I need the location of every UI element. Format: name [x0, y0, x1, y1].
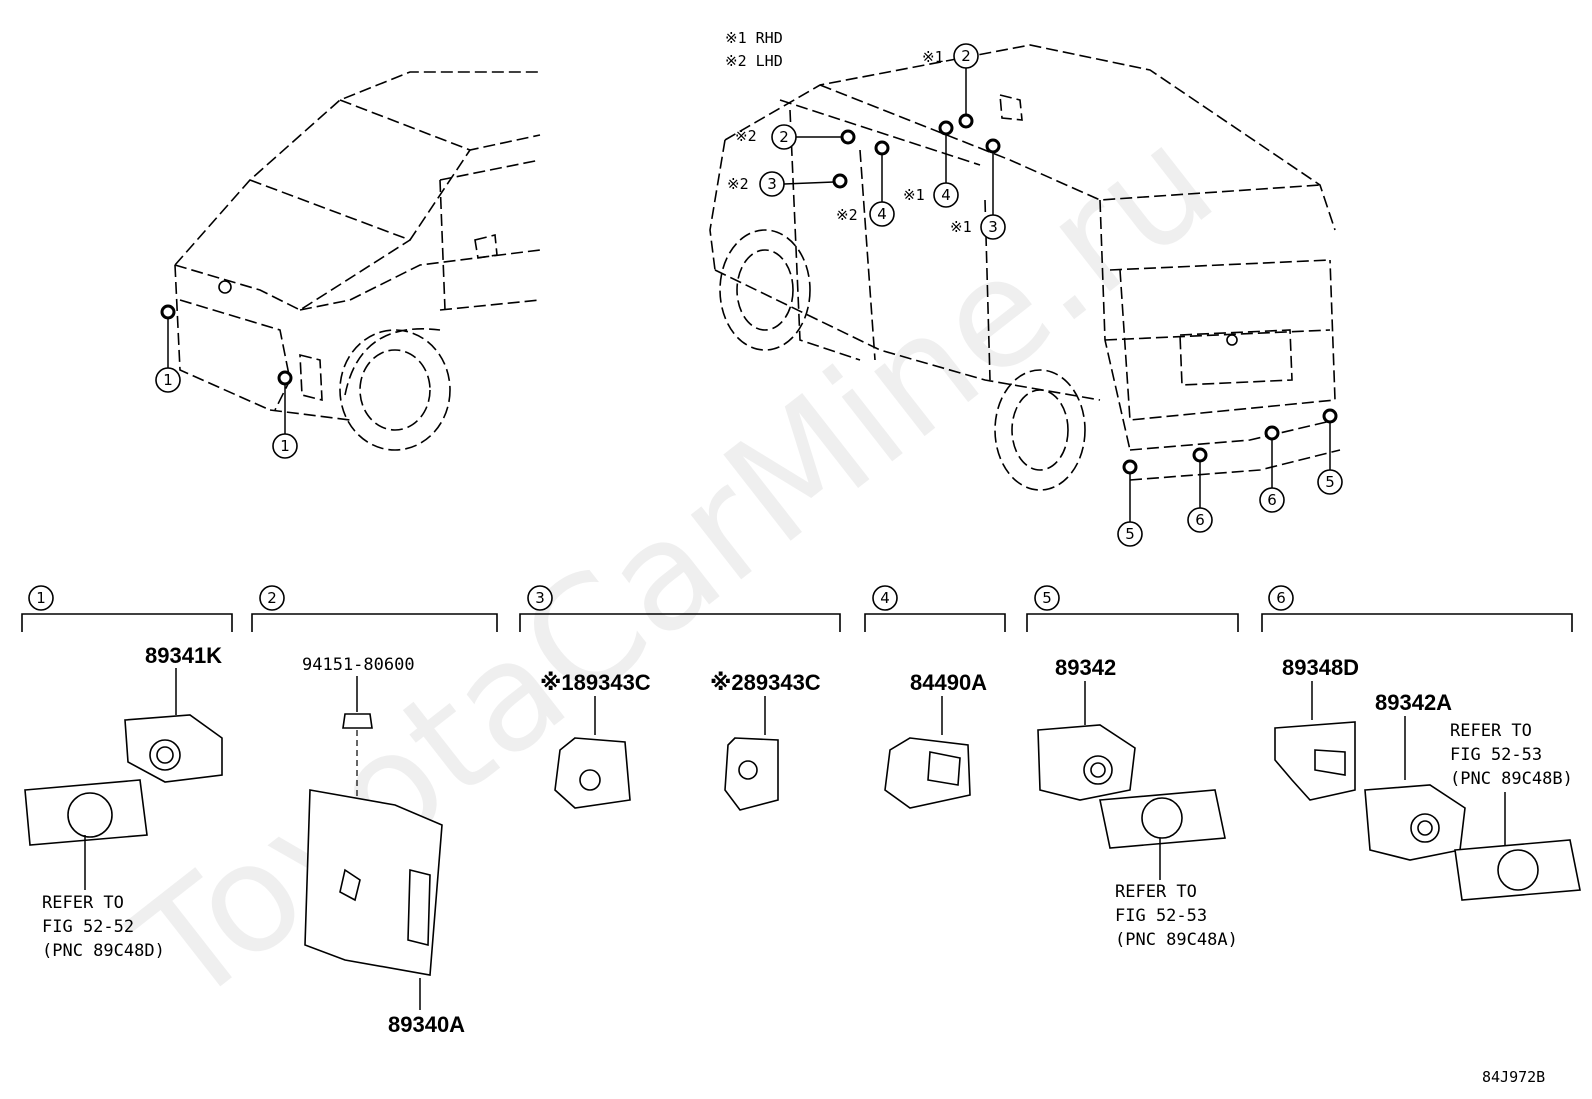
marker-5b: 5 [1325, 473, 1335, 491]
group-3-parts: ※189343C ※289343C [540, 670, 821, 811]
marker-1a: 1 [163, 371, 173, 389]
group-1-parts: 89341K REFER TO FIG 52-52 (PNC 89C48D) [24, 643, 223, 961]
group-6-refer-line2: FIG 52-53 [1450, 745, 1542, 765]
group-5-refer-line2: FIG 52-53 [1115, 906, 1207, 926]
rear-sensor-callouts: 5 6 6 5 [1117, 408, 1343, 547]
rear-van-illustration [709, 44, 1341, 491]
mark-x2-c: ※2 [836, 206, 858, 224]
group-4-index: 4 [880, 589, 890, 607]
note-lhd: ※2 LHD [725, 52, 783, 70]
front-van-illustration [174, 71, 541, 451]
part-89342A: 89342A [1375, 690, 1452, 715]
group-6-index: 6 [1276, 589, 1286, 607]
group-5-index: 5 [1042, 589, 1052, 607]
marker-4-rhd: 4 [941, 186, 951, 204]
mark-x2-b: ※2 [727, 175, 749, 193]
group-2-parts: 94151-80600 89340A [302, 655, 465, 1037]
marker-2-rhd: 2 [961, 47, 971, 65]
group-headers: 1 2 3 4 5 6 [21, 585, 1573, 632]
group-1-refer-line2: FIG 52-52 [42, 917, 134, 937]
marker-6a: 6 [1195, 511, 1205, 529]
group-5-refer-line3: (PNC 89C48A) [1115, 930, 1238, 950]
group-4-parts: 84490A [884, 670, 987, 809]
front-sensor-callouts: 1 1 [155, 304, 298, 459]
watermark: ToyotaCarMine.ru [104, 94, 1245, 1038]
marker-6b: 6 [1267, 491, 1277, 509]
group-3-index: 3 [535, 589, 545, 607]
part-89341K: 89341K [145, 643, 222, 668]
group-5-refer-line1: REFER TO [1115, 882, 1197, 902]
note-rhd: ※1 RHD [725, 29, 783, 47]
group-6-refer-line3: (PNC 89C48B) [1450, 769, 1573, 789]
diagram-code: 84J972B [1482, 1068, 1545, 1086]
part-89342: 89342 [1055, 655, 1116, 680]
part-84490A: 84490A [910, 670, 987, 695]
part-89343C-lhd: ※289343C [710, 670, 821, 695]
mark-x1-top: ※1 [922, 48, 944, 66]
part-89340A: 89340A [388, 1012, 465, 1037]
marker-2-lhd: 2 [779, 128, 789, 146]
marker-1b: 1 [280, 437, 290, 455]
marker-4-lhd: 4 [877, 205, 887, 223]
group-1-refer-line3: (PNC 89C48D) [42, 941, 165, 961]
mark-x2-a: ※2 [735, 127, 757, 145]
marker-3-rhd: 3 [988, 218, 998, 236]
group-6-parts: 89348D 89342A REFER TO FIG 52-53 (PNC 89… [1274, 655, 1581, 901]
mark-x1-b: ※1 [903, 186, 925, 204]
part-89348D: 89348D [1282, 655, 1359, 680]
group-5-parts: 89342 REFER TO FIG 52-53 (PNC 89C48A) [1037, 655, 1238, 950]
mark-x1-c: ※1 [950, 218, 972, 236]
part-89343C-rhd: ※189343C [540, 670, 651, 695]
group-6-refer-line1: REFER TO [1450, 721, 1532, 741]
group-1-index: 1 [36, 589, 46, 607]
group-1-refer-line1: REFER TO [42, 893, 124, 913]
marker-5a: 5 [1125, 525, 1135, 543]
group-2-index: 2 [267, 589, 277, 607]
part-94151-80600: 94151-80600 [302, 655, 415, 675]
marker-3-lhd: 3 [767, 175, 777, 193]
interior-callouts: ※1 2 ※2 2 ※2 3 ※2 4 ※1 4 ※1 3 [727, 43, 1006, 240]
